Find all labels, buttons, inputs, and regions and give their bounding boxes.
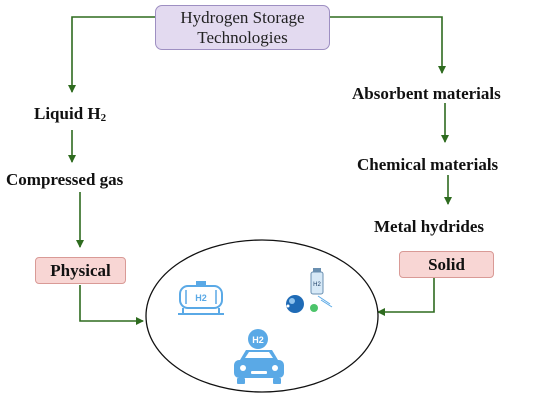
hydrogen-car-icon: H2 <box>234 329 284 384</box>
arrow-physical-to-circle <box>79 285 144 325</box>
arrow-title-to-absorbent <box>330 16 446 74</box>
liquid-h2-text: Liquid H <box>34 104 101 123</box>
chemical-materials-label: Chemical materials <box>357 155 499 174</box>
car-h2-text: H2 <box>252 335 264 345</box>
title-line-1: Hydrogen Storage <box>180 7 305 27</box>
hydrogen-tank-icon: H2 <box>178 281 224 315</box>
title-box: Hydrogen Storage Technologies <box>155 5 330 50</box>
compressed-gas-label: Compressed gas <box>6 170 124 189</box>
liquid-h2-label: Liquid H2 <box>34 104 106 124</box>
solid-category-box: Solid <box>399 251 494 278</box>
liquid-h2-subscript: 2 <box>100 112 107 124</box>
physical-category-box: Physical <box>35 257 126 284</box>
title-line-2: Technologies <box>197 27 288 47</box>
arrow-solid-to-circle <box>377 278 435 316</box>
absorbent-materials-label: Absorbent materials <box>352 84 501 103</box>
hydrogen-molecule-icon: H2 <box>286 268 333 313</box>
arrow-title-to-liquid <box>68 16 155 93</box>
metal-hydrides-label: Metal hydrides <box>374 217 485 236</box>
canister-h2-text: H2 <box>313 282 321 288</box>
tank-h2-text: H2 <box>195 293 207 303</box>
